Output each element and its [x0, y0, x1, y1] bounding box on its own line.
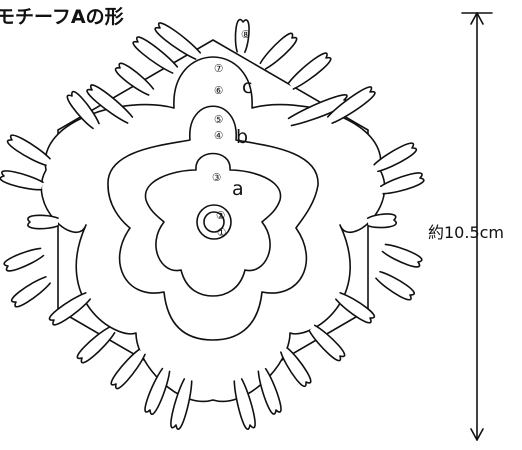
picot-petal	[66, 90, 100, 130]
picot-petal	[110, 348, 146, 390]
dimension-bottom-arrow	[470, 428, 484, 441]
picot-petal	[381, 243, 423, 268]
round-5-label: ⑤	[214, 114, 223, 126]
picot-petal	[308, 324, 346, 362]
picot-petal	[48, 292, 92, 326]
picot-petal	[6, 134, 51, 167]
size-dimension-label: 約10.5cm	[428, 223, 505, 242]
picot-petal	[144, 367, 171, 415]
picot-petal	[380, 172, 425, 195]
inner-flower-outline	[144, 152, 282, 297]
picot-petal	[170, 378, 193, 430]
zone-label-c: c	[242, 76, 252, 98]
picot-petals	[0, 18, 425, 430]
picot-petal	[0, 170, 44, 191]
round-3-label: ③	[212, 172, 221, 184]
picot-petal	[233, 378, 256, 430]
center-ring-inner	[203, 211, 225, 233]
round-6-label: ⑥	[214, 85, 223, 97]
picot-petal	[326, 86, 376, 124]
zone-label-b: b	[236, 126, 248, 148]
zone-label-a: a	[232, 178, 244, 200]
picot-petal	[86, 84, 134, 124]
round-7-label: ⑦	[214, 63, 223, 75]
picot-petal	[27, 214, 59, 230]
picot-petal	[114, 62, 155, 96]
picot-petal	[3, 247, 45, 272]
picot-petal	[280, 347, 312, 388]
round-2-label: ②	[216, 210, 225, 222]
picot-petal	[76, 326, 116, 364]
picot-petal	[373, 142, 417, 173]
picot-petal	[234, 18, 250, 54]
diagram-title: モチーフAの形	[0, 6, 124, 28]
picot-petal	[154, 22, 202, 60]
picot-petal	[375, 270, 415, 301]
picot-petal	[132, 36, 179, 74]
round-4-label: ④	[214, 130, 223, 142]
picot-petal	[10, 276, 51, 308]
picot-petal	[335, 292, 376, 324]
round-1-label: ①	[217, 227, 226, 239]
center-ring-outer	[196, 204, 232, 240]
picot-petal	[287, 52, 332, 90]
round-8-label: ⑧	[241, 29, 250, 41]
picot-petal	[366, 213, 397, 229]
picot-petal	[287, 94, 351, 127]
picot-petal	[257, 367, 282, 415]
dimension-top-arrow	[470, 12, 484, 25]
picot-petal	[259, 32, 298, 70]
